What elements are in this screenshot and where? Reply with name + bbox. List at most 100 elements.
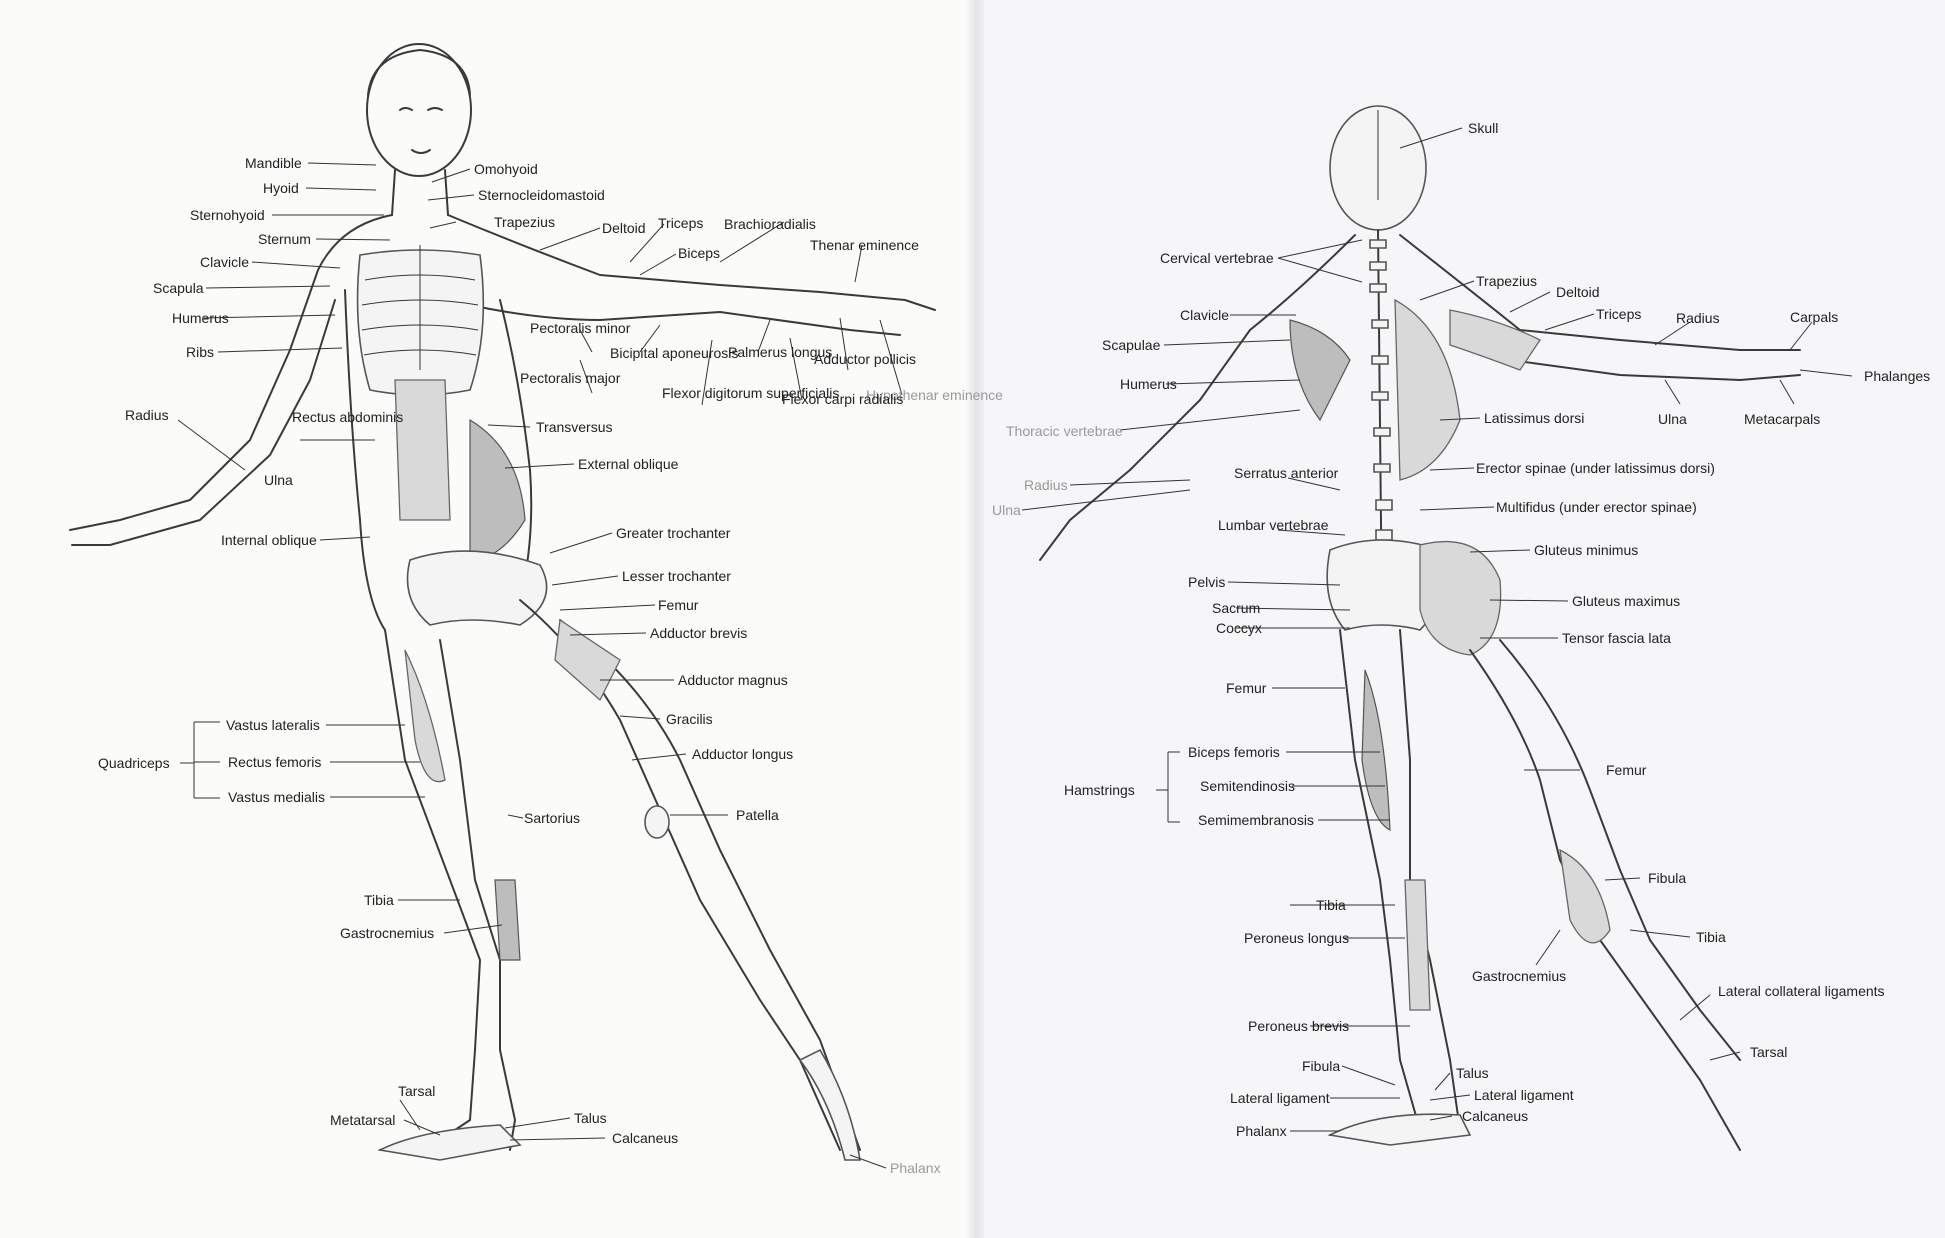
label-serratus-anterior: Serratus anterior bbox=[1234, 465, 1339, 481]
label-latissimus-dorsi: Latissimus dorsi bbox=[1484, 410, 1584, 426]
label-erector-spinae: Erector spinae (under latissimus dorsi) bbox=[1476, 460, 1715, 476]
label-tarsal-front: Tarsal bbox=[398, 1083, 435, 1099]
label-patella: Patella bbox=[736, 807, 779, 823]
label-phalanx-front: Phalanx bbox=[890, 1160, 941, 1176]
label-trapezius: Trapezius bbox=[494, 214, 555, 230]
label-vastus-lateralis: Vastus lateralis bbox=[226, 717, 320, 733]
label-clavicle-back: Clavicle bbox=[1180, 307, 1229, 323]
label-ulna-back-arm: Ulna bbox=[1658, 411, 1687, 427]
label-bicipital-aponeurosis: Bicipital aponeurosis bbox=[610, 345, 738, 361]
label-semimembranosis: Semimembranosis bbox=[1198, 812, 1314, 828]
label-adductor-longus: Adductor longus bbox=[692, 746, 793, 762]
label-tensor-fascia-lata: Tensor fascia lata bbox=[1562, 630, 1671, 646]
label-internal-oblique: Internal oblique bbox=[221, 532, 317, 548]
label-metacarpals: Metacarpals bbox=[1744, 411, 1820, 427]
label-pectoralis-major: Pectoralis major bbox=[520, 370, 621, 386]
label-mandible: Mandible bbox=[245, 155, 302, 171]
label-sacrum: Sacrum bbox=[1212, 600, 1260, 616]
label-lateral-collateral-ligaments: Lateral collateral ligaments bbox=[1718, 983, 1885, 999]
label-calcaneus-back: Calcaneus bbox=[1462, 1108, 1528, 1124]
label-greater-trochanter: Greater trochanter bbox=[616, 525, 731, 541]
label-scapula: Scapula bbox=[153, 280, 204, 296]
label-adductor-brevis: Adductor brevis bbox=[650, 625, 747, 641]
label-adductor-magnus: Adductor magnus bbox=[678, 672, 788, 688]
label-quadriceps: Quadriceps bbox=[98, 755, 170, 771]
label-adductor-pollicis: Adductor pollicis bbox=[814, 351, 916, 367]
label-metatarsal: Metatarsal bbox=[330, 1112, 395, 1128]
label-deltoid: Deltoid bbox=[602, 220, 646, 236]
label-lumbar-vertebrae: Lumbar vertebrae bbox=[1218, 517, 1329, 533]
label-ulna-back: Ulna bbox=[992, 502, 1021, 518]
label-biceps-femoris: Biceps femoris bbox=[1188, 744, 1280, 760]
label-lesser-trochanter: Lesser trochanter bbox=[622, 568, 731, 584]
label-pelvis: Pelvis bbox=[1188, 574, 1225, 590]
label-gastrocnemius-front: Gastrocnemius bbox=[340, 925, 434, 941]
front-labels: Mandible Hyoid Sternohyoid Sternum Clavi… bbox=[98, 155, 1003, 1176]
label-gluteus-maximus: Gluteus maximus bbox=[1572, 593, 1680, 609]
label-tibia-front: Tibia bbox=[364, 892, 394, 908]
label-hamstrings: Hamstrings bbox=[1064, 782, 1135, 798]
label-carpals: Carpals bbox=[1790, 309, 1838, 325]
label-vastus-medialis: Vastus medialis bbox=[228, 789, 325, 805]
label-coccyx: Coccyx bbox=[1216, 620, 1262, 636]
label-calcaneus-front: Calcaneus bbox=[612, 1130, 678, 1146]
label-radius: Radius bbox=[125, 407, 169, 423]
label-rectus-abdominis: Rectus abdominis bbox=[292, 409, 403, 425]
label-peroneus-longus: Peroneus longus bbox=[1244, 930, 1349, 946]
front-leader-lines bbox=[178, 163, 902, 1168]
label-sartorius: Sartorius bbox=[524, 810, 580, 826]
label-triceps-back: Triceps bbox=[1596, 306, 1641, 322]
label-trapezius-back: Trapezius bbox=[1476, 273, 1537, 289]
label-clavicle: Clavicle bbox=[200, 254, 249, 270]
label-triceps: Triceps bbox=[658, 215, 703, 231]
back-figure-drawing bbox=[1040, 106, 1800, 1150]
label-sternum: Sternum bbox=[258, 231, 311, 247]
label-brachioradialis: Brachioradialis bbox=[724, 216, 816, 232]
label-pectoralis-minor: Pectoralis minor bbox=[530, 320, 631, 336]
label-femur-back-left: Femur bbox=[1226, 680, 1267, 696]
label-external-oblique: External oblique bbox=[578, 456, 679, 472]
label-humerus-back: Humerus bbox=[1120, 376, 1177, 392]
label-peroneus-brevis: Peroneus brevis bbox=[1248, 1018, 1349, 1034]
label-skull: Skull bbox=[1468, 120, 1498, 136]
label-tibia-back-left: Tibia bbox=[1316, 897, 1346, 913]
label-gastrocnemius-back: Gastrocnemius bbox=[1472, 968, 1566, 984]
label-gracilis: Gracilis bbox=[666, 711, 713, 727]
label-fibula-back-right: Fibula bbox=[1648, 870, 1686, 886]
label-scapulae: Scapulae bbox=[1102, 337, 1161, 353]
label-semitendinosis: Semitendinosis bbox=[1200, 778, 1295, 794]
label-gluteus-minimus: Gluteus minimus bbox=[1534, 542, 1638, 558]
label-talus-front: Talus bbox=[574, 1110, 607, 1126]
label-thenar-eminence: Thenar eminence bbox=[810, 237, 919, 253]
label-hyoid: Hyoid bbox=[263, 180, 299, 196]
label-radius-back-arm: Radius bbox=[1676, 310, 1720, 326]
label-ulna: Ulna bbox=[264, 472, 293, 488]
label-fibula-back-left: Fibula bbox=[1302, 1058, 1340, 1074]
label-deltoid-back: Deltoid bbox=[1556, 284, 1600, 300]
label-flexor-carpi-radialis: Flexor carpi radialis bbox=[782, 391, 903, 407]
front-ribcage bbox=[358, 245, 484, 395]
label-radius-back: Radius bbox=[1024, 477, 1068, 493]
label-lateral-ligament-left: Lateral ligament bbox=[1230, 1090, 1330, 1106]
label-sternocleidomastoid: Sternocleidomastoid bbox=[478, 187, 605, 203]
label-transversus: Transversus bbox=[536, 419, 613, 435]
label-rectus-femoris: Rectus femoris bbox=[228, 754, 321, 770]
label-tibia-back-right: Tibia bbox=[1696, 929, 1726, 945]
label-femur-front: Femur bbox=[658, 597, 699, 613]
label-cervical-vertebrae: Cervical vertebrae bbox=[1160, 250, 1274, 266]
label-femur-back-right: Femur bbox=[1606, 762, 1647, 778]
label-lateral-ligament-right: Lateral ligament bbox=[1474, 1087, 1574, 1103]
label-tarsal-back: Tarsal bbox=[1750, 1044, 1787, 1060]
label-ribs: Ribs bbox=[186, 344, 214, 360]
label-sternohyoid: Sternohyoid bbox=[190, 207, 265, 223]
label-phalanges: Phalanges bbox=[1864, 368, 1930, 384]
label-humerus: Humerus bbox=[172, 310, 229, 326]
label-omohyoid: Omohyoid bbox=[474, 161, 538, 177]
label-phalanx-back: Phalanx bbox=[1236, 1123, 1287, 1139]
label-thoracic-vertebrae: Thoracic vertebrae bbox=[1006, 423, 1123, 439]
label-talus-back: Talus bbox=[1456, 1065, 1489, 1081]
label-multifidus: Multifidus (under erector spinae) bbox=[1496, 499, 1697, 515]
label-biceps: Biceps bbox=[678, 245, 720, 261]
